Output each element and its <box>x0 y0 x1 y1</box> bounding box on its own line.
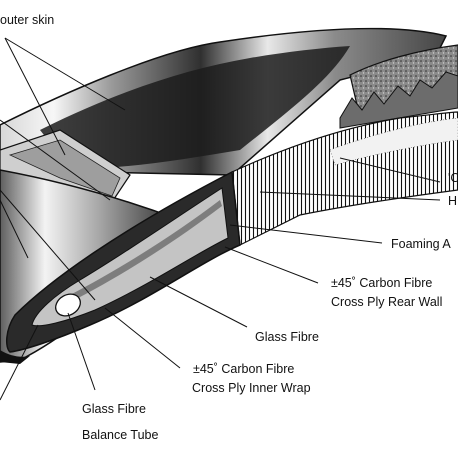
label-balance-1: Glass Fibre <box>82 402 146 416</box>
foam-transition-strip <box>329 117 458 166</box>
balance-tube <box>55 293 81 317</box>
label-balance-2: Balance Tube <box>82 428 158 442</box>
left-inner-strip <box>8 139 121 197</box>
label-h: H <box>448 194 457 208</box>
leading-edge-rim <box>0 350 30 364</box>
label-foaming: Foaming A <box>391 237 451 251</box>
dark-skin-band <box>40 46 350 169</box>
label-c-spar: 'C' <box>448 171 458 185</box>
trailing-edge-sawtooth <box>339 71 458 129</box>
label-carbon-inner-1: ±45˚ Carbon Fibre <box>193 362 294 376</box>
label-outer-skin: outer skin <box>0 13 54 27</box>
inner-wrap-ridge <box>60 200 222 306</box>
leader-lines <box>0 37 441 401</box>
label-carbon-rear-1: ±45˚ Carbon Fibre <box>331 276 432 290</box>
label-glass-fibre: Glass Fibre <box>255 330 319 344</box>
label-carbon-inner-2: Cross Ply Inner Wrap <box>192 381 311 395</box>
label-carbon-rear-2: Cross Ply Rear Wall <box>331 295 442 309</box>
